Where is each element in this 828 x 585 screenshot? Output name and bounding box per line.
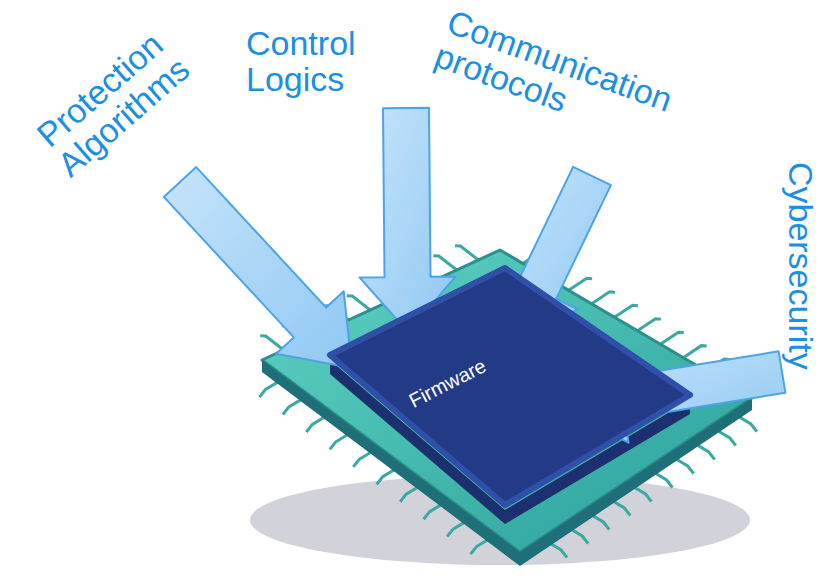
block-arrow xyxy=(164,167,352,368)
chip-pins xyxy=(259,246,756,558)
chip-pin xyxy=(637,319,660,331)
chip-face-outline xyxy=(330,268,690,505)
chip-pin xyxy=(569,278,592,290)
topic-label: Control Logics xyxy=(246,26,396,97)
chip-pin xyxy=(347,296,370,310)
chip-pin xyxy=(660,332,683,344)
chip-pin xyxy=(260,336,283,350)
chip-board xyxy=(262,250,752,552)
chip-pin xyxy=(683,346,706,358)
chip-face: Firmware xyxy=(320,260,700,515)
chip-pin xyxy=(615,305,638,317)
chip-pin xyxy=(433,256,456,270)
chip-pin xyxy=(455,246,478,260)
topic-label: Cybersecurity xyxy=(782,162,818,370)
topic-label: Communication protocols xyxy=(430,5,718,168)
chip-pin xyxy=(592,292,615,304)
chip-face-shape xyxy=(320,260,700,515)
